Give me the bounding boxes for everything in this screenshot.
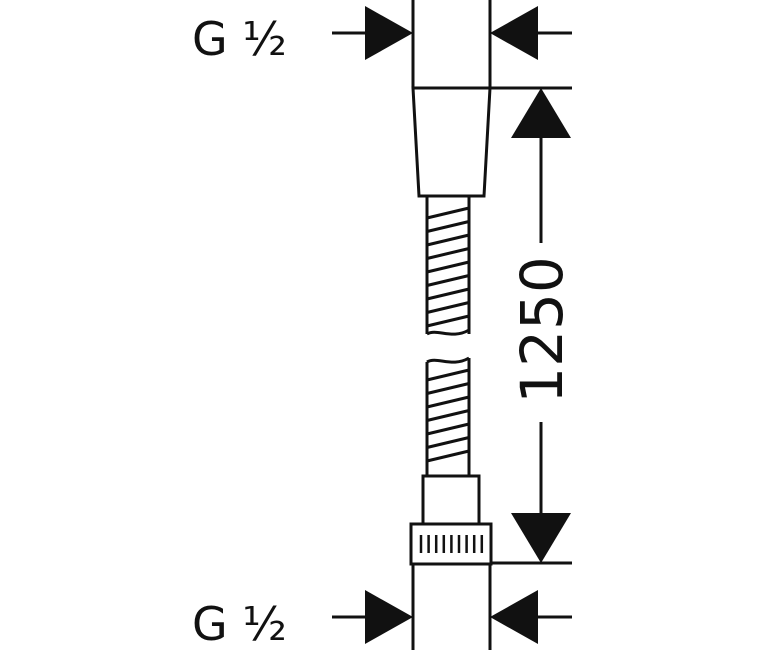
bottom-left-arrow	[365, 590, 413, 644]
hose-coil-line	[426, 409, 470, 422]
hose-coil-line	[426, 436, 470, 449]
top-thread-dimension: G ½	[192, 0, 572, 88]
hose-coil-line	[426, 449, 470, 463]
hose-coil-line	[426, 382, 470, 395]
length-dimension-label: 1250	[508, 256, 576, 404]
hose-coil-line	[426, 314, 470, 328]
bottom-thread-dimension: G ½	[192, 564, 572, 650]
lower-hose-coils	[426, 368, 470, 463]
top-cone-fitting	[411, 86, 492, 198]
hose-coil-line	[426, 260, 470, 274]
hose-coil-line	[426, 368, 470, 382]
upper-hose-segment	[425, 196, 471, 336]
bottom-sleeve	[421, 474, 481, 526]
hose-coil-line	[426, 274, 470, 287]
hose-coil-line	[426, 287, 470, 301]
hose-coil-line	[426, 220, 470, 233]
shower-hose	[409, 86, 493, 566]
top-thread-label: G ½	[192, 12, 287, 66]
upper-hose-coils	[426, 206, 470, 328]
length-top-arrow	[511, 88, 571, 138]
bottom-nut	[409, 522, 493, 566]
bottom-nut-knurling	[419, 535, 484, 553]
top-left-arrow	[365, 6, 413, 60]
length-dimension: 1250	[490, 86, 576, 565]
length-bottom-arrow	[511, 513, 571, 563]
hose-coil-line	[426, 206, 470, 220]
bottom-right-arrow	[490, 590, 538, 644]
hose-coil-line	[426, 247, 470, 260]
lower-hose-segment	[425, 356, 471, 476]
hose-coil-line	[426, 301, 470, 314]
top-right-arrow	[490, 6, 538, 60]
hose-coil-line	[426, 395, 470, 409]
hose-coil-line	[426, 233, 470, 247]
bottom-thread-label: G ½	[192, 597, 287, 650]
hose-coil-line	[426, 422, 470, 436]
